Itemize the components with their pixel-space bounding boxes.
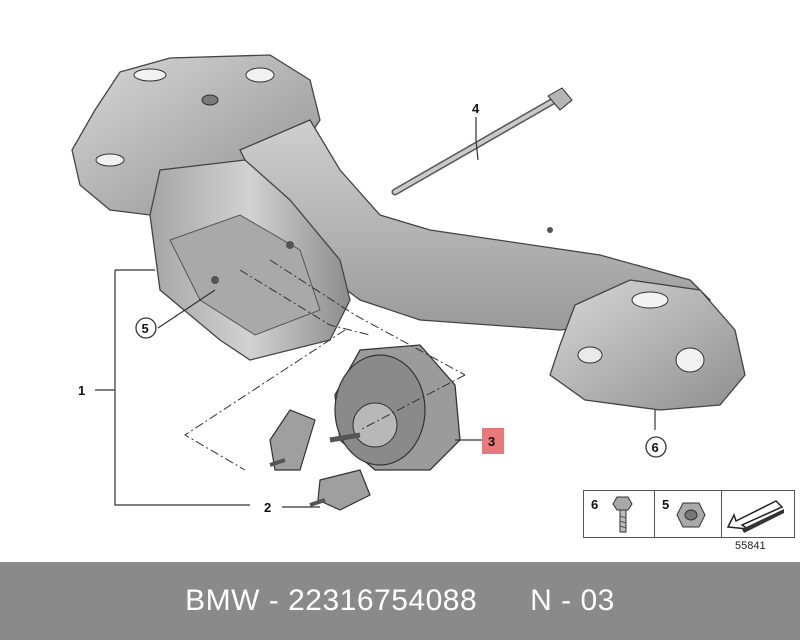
callout-1: 1	[78, 383, 85, 398]
stopper-illustration	[269, 409, 371, 511]
callout-2: 2	[264, 500, 271, 515]
reference-number: 55841	[735, 540, 766, 552]
footer-gap	[477, 584, 530, 617]
nut-icon	[676, 502, 706, 528]
legend-bolt-label: 6	[591, 497, 599, 512]
parts-diagram: 1 2 3 4 5 6	[71, 54, 746, 515]
footer-separator: -	[259, 584, 289, 617]
leader-lines	[95, 117, 656, 508]
callout-6-circled: 6	[645, 436, 667, 458]
svg-text:1: 1	[78, 383, 85, 398]
legend-nut-label: 5	[662, 497, 670, 512]
footer-part-info: BMW - 22316754088 N - 03	[185, 584, 615, 618]
footer-brand: BMW	[185, 584, 260, 617]
callout-5-circled: 5	[135, 317, 157, 339]
direction-arrow-icon	[726, 500, 784, 533]
footer-bar: BMW - 22316754088 N - 03	[0, 562, 800, 640]
callout-4: 4	[472, 101, 480, 116]
bolt-icon	[612, 496, 633, 533]
footer-position: N - 03	[530, 584, 615, 617]
long-bolt-illustration	[391, 87, 573, 196]
svg-text:5: 5	[142, 321, 149, 336]
assembly-lines	[184, 259, 466, 471]
svg-text:4: 4	[472, 101, 480, 116]
legend-nut: 5	[654, 490, 722, 538]
footer-part-number: 22316754088	[288, 584, 478, 617]
callout-3-highlighted: 3	[482, 428, 504, 454]
svg-text:2: 2	[264, 500, 271, 515]
svg-text:3: 3	[488, 434, 495, 449]
subframe-illustration	[71, 54, 746, 411]
legend-arrow	[721, 490, 795, 538]
svg-text:6: 6	[652, 440, 659, 455]
rubber-mount-illustration	[329, 344, 461, 471]
legend-bolt: 6	[583, 490, 655, 538]
